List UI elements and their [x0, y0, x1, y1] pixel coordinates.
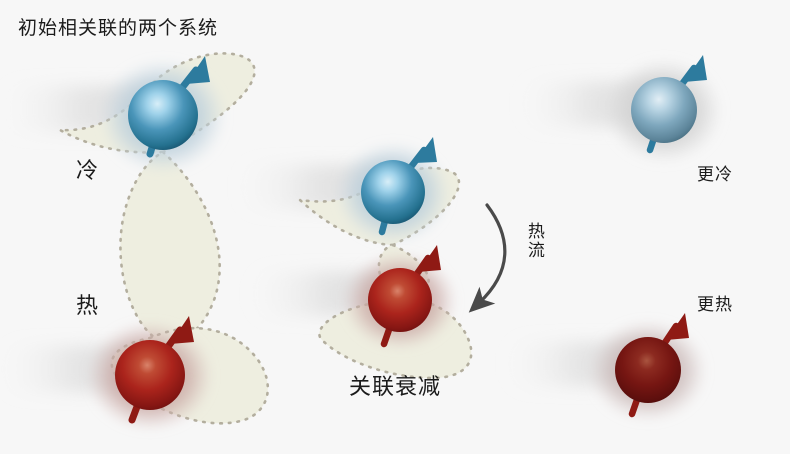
sphere-hotter-final: [590, 313, 706, 421]
group-decaying-pair: [296, 137, 507, 380]
sphere-hot-initial: [88, 316, 212, 430]
sphere-colder-final: [606, 55, 722, 163]
label-hot: 热: [76, 293, 100, 318]
figure-title: 初始相关联的两个系统: [18, 18, 219, 39]
group-final-uncorrelated-pair: [590, 55, 722, 421]
sphere-cold-initial: [101, 56, 225, 172]
label-correlation-decay: 关联衰减: [349, 374, 442, 399]
label-cold: 冷: [76, 158, 100, 183]
heat-flow-arrow: [468, 203, 507, 313]
group-initial-correlated-pair: [59, 52, 270, 430]
sphere-hot-decaying: [344, 245, 456, 349]
label-colder: 更冷: [697, 165, 733, 184]
label-heat-flow: 热流: [524, 222, 544, 260]
label-hotter: 更热: [697, 295, 733, 314]
sphere-cold-decaying: [337, 137, 449, 243]
